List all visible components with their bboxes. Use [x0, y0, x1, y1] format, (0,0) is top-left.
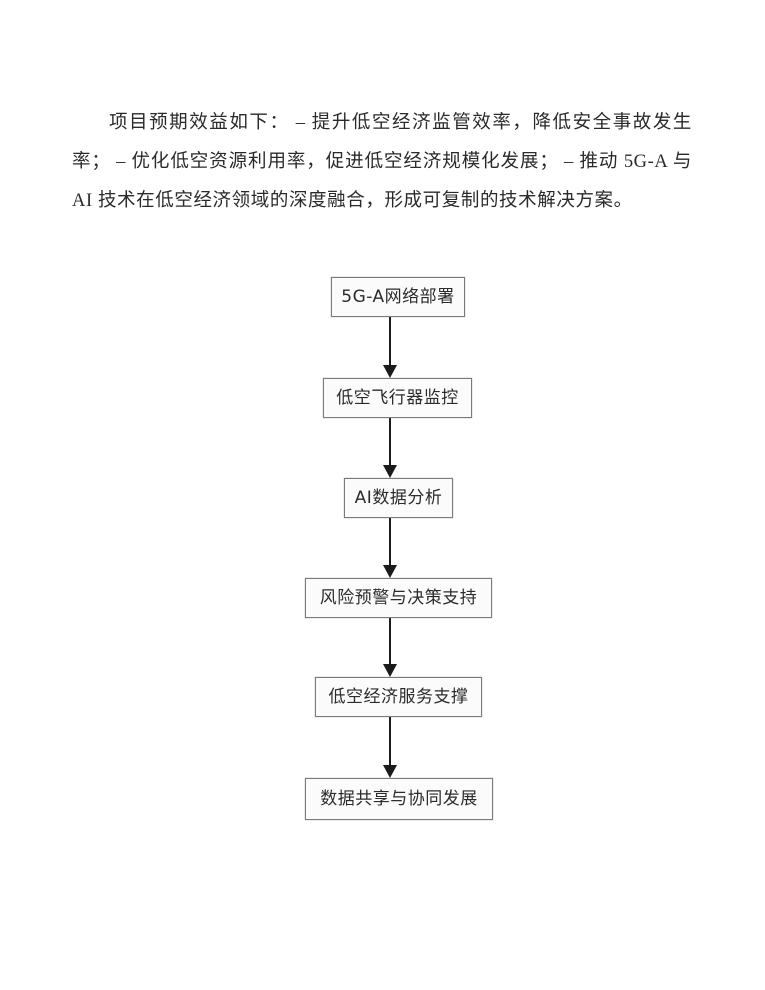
- arrow-shaft: [388, 518, 392, 566]
- arrow-shaft: [388, 418, 392, 466]
- flow-arrow-5: [382, 717, 398, 778]
- arrowhead-down-icon: [382, 664, 397, 677]
- flow-node-label: AI数据分析: [354, 487, 443, 508]
- arrow-shaft: [388, 717, 392, 766]
- arrow-shaft: [388, 618, 392, 665]
- flow-node-label: 风险预警与决策支持: [319, 587, 478, 608]
- process-flowchart: 5G-A网络部署低空飞行器监控 AI数据分析风险预警与决策支持低空经济服务支撑数据…: [0, 262, 765, 832]
- flow-node-4: 风险预警与决策支持: [305, 578, 492, 618]
- arrowhead-down-icon: [382, 465, 397, 478]
- document-body: 项目预期效益如下： – 提升低空经济监管效率，降低安全事故发生率； – 优化低空…: [72, 104, 692, 221]
- flow-node-label: 低空经济服务支撑: [328, 686, 469, 707]
- flow-node-2: 低空飞行器监控: [323, 378, 472, 418]
- flow-node-6: 数据共享与协同发展: [305, 778, 493, 820]
- arrowhead-down-icon: [382, 565, 397, 578]
- flow-arrow-3: [382, 518, 398, 578]
- arrowhead-down-icon: [382, 365, 397, 378]
- flow-arrow-2: [382, 418, 398, 478]
- flow-node-1: 5G-A网络部署: [331, 277, 465, 317]
- flow-node-label: 5G-A网络部署: [341, 286, 455, 307]
- flow-node-label: 低空飞行器监控: [336, 387, 459, 408]
- flow-node-3: AI数据分析: [344, 478, 453, 518]
- flow-arrow-4: [382, 618, 398, 677]
- flow-node-label: 数据共享与协同发展: [320, 788, 478, 809]
- arrow-shaft: [388, 317, 392, 366]
- arrowhead-down-icon: [382, 765, 397, 778]
- flow-arrow-1: [382, 317, 398, 378]
- flow-node-5: 低空经济服务支撑: [315, 677, 482, 717]
- benefits-paragraph: 项目预期效益如下： – 提升低空经济监管效率，降低安全事故发生率； – 优化低空…: [72, 113, 698, 211]
